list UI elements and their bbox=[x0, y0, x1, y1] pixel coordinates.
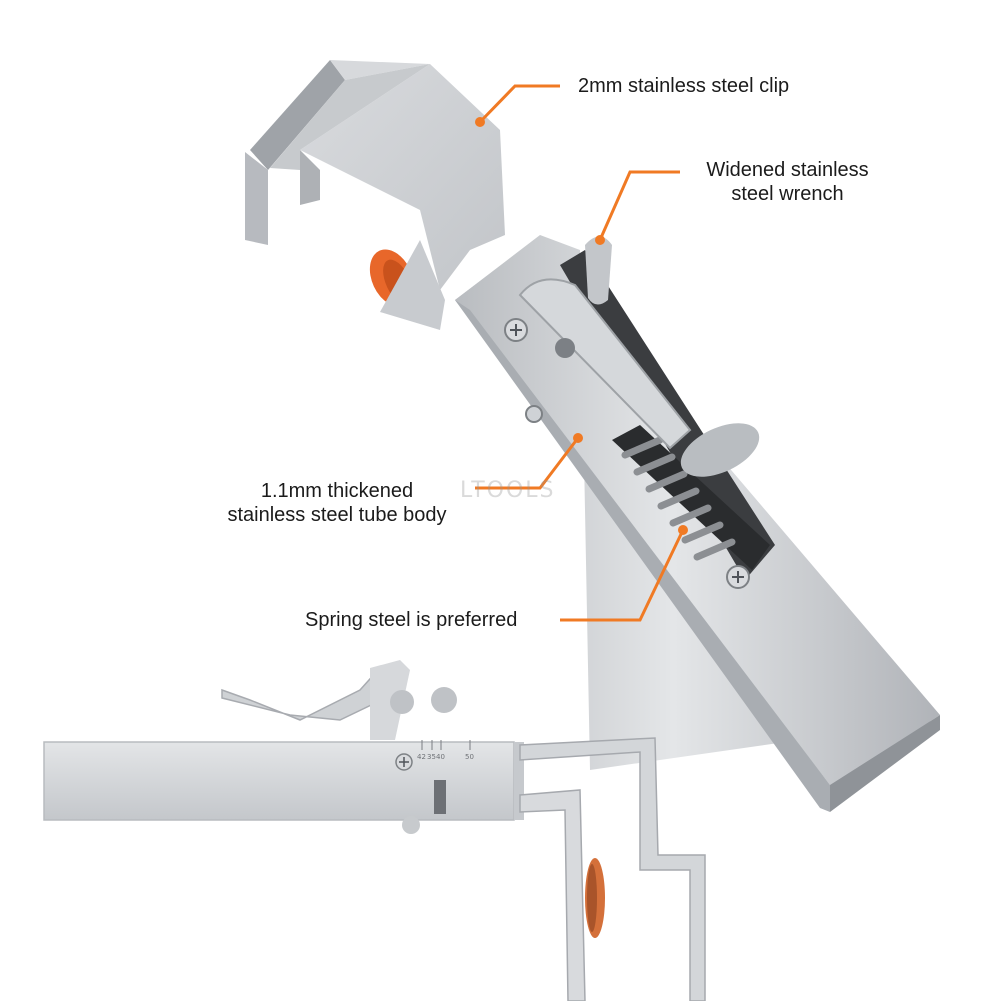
scale-mark: 40 bbox=[436, 753, 445, 761]
screw-icon bbox=[504, 318, 750, 589]
callout-wrench-line1: Widened stainless bbox=[706, 159, 869, 181]
callout-tube-line1: 1.1mm thickened bbox=[260, 480, 414, 502]
callout-clip: 2mm stainless steel clip bbox=[578, 75, 790, 97]
callout-tube-line2: stainless steel tube body bbox=[227, 504, 447, 526]
callout-tube: 1.1mm thickened stainless steel tube bod… bbox=[208, 479, 466, 527]
side-view-tool bbox=[43, 660, 706, 1001]
leader-clip bbox=[478, 84, 560, 124]
watermark: LTOOLS bbox=[460, 478, 556, 503]
callout-leaders bbox=[475, 84, 685, 622]
callout-wrench: Widened stainless steel wrench bbox=[690, 158, 885, 206]
steel-clip bbox=[245, 60, 505, 290]
thumb-lever-icon bbox=[680, 423, 760, 477]
leader-tube bbox=[475, 437, 580, 490]
tube-body bbox=[455, 235, 940, 812]
leader-wrench bbox=[598, 170, 680, 241]
leader-dots bbox=[475, 117, 688, 535]
steel-wrench bbox=[518, 236, 760, 477]
leader-spring bbox=[560, 529, 685, 622]
callout-spring: Spring steel is preferred bbox=[305, 609, 518, 631]
scale-marks: 42 35 40 50 bbox=[417, 753, 474, 761]
orange-knob bbox=[369, 240, 445, 330]
spring-icon bbox=[621, 436, 736, 561]
scale-mark: 50 bbox=[465, 753, 474, 761]
scale-mark: 42 bbox=[417, 753, 426, 761]
scale-mark: 35 bbox=[427, 753, 436, 761]
callout-wrench-line2: steel wrench bbox=[731, 183, 844, 205]
